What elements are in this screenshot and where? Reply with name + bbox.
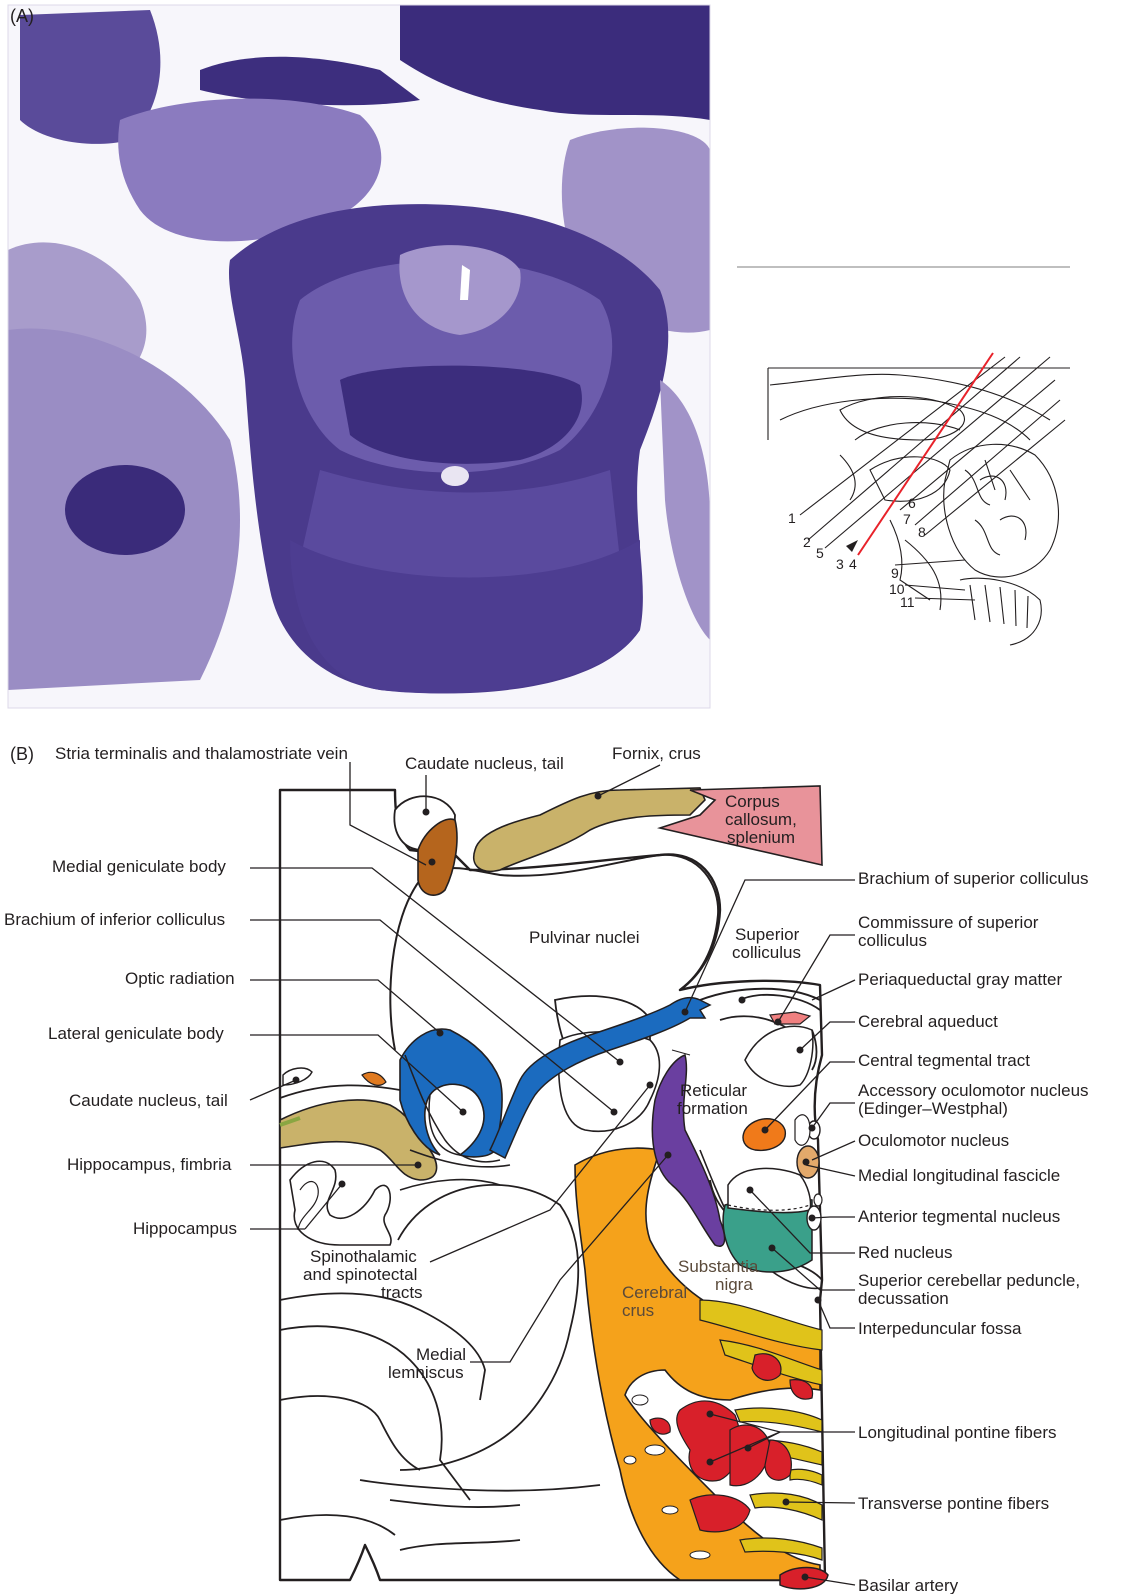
label-medial-longitudinal: Medial longitudinal fascicle [858, 1166, 1060, 1185]
inset-arrow-icon [846, 540, 858, 552]
label-medial-geniculate: Medial geniculate body [52, 857, 226, 876]
inset-number-1: 1 [788, 510, 796, 526]
inset-number-3: 3 [836, 556, 844, 572]
label-spinothalamic-3: tracts [381, 1283, 423, 1302]
inset-number-2: 2 [803, 534, 811, 550]
label-caudate-tail-top: Caudate nucleus, tail [405, 754, 564, 773]
label-central-tegmental: Central tegmental tract [858, 1051, 1030, 1070]
label-cerebral-aqueduct: Cerebral aqueduct [858, 1012, 998, 1031]
inset-number-6: 6 [908, 495, 916, 511]
label-pulvinar: Pulvinar nuclei [529, 928, 640, 947]
label-superior-cerebellar-2: decussation [858, 1289, 949, 1308]
label-spinothalamic-1: Spinothalamic [310, 1247, 417, 1266]
label-accessory-oculomotor-1: Accessory oculomotor nucleus [858, 1081, 1089, 1100]
inset-number-7: 7 [903, 511, 911, 527]
label-brachium-inferior: Brachium of inferior colliculus [4, 910, 225, 929]
histology-photo [8, 5, 710, 708]
sagittal-inset [768, 357, 1070, 645]
label-basilar-artery: Basilar artery [858, 1576, 959, 1594]
inset-number-8: 8 [918, 524, 926, 540]
mlf-shape [814, 1194, 822, 1206]
inset-number-11: 11 [900, 594, 915, 610]
label-corpus-callosum-1: Corpus [725, 792, 780, 811]
inset-number-9: 9 [891, 565, 899, 581]
label-hippocampus-fimbria: Hippocampus, fimbria [67, 1155, 232, 1174]
label-lateral-geniculate: Lateral geniculate body [48, 1024, 224, 1043]
panel-a-label: (A) [10, 6, 34, 26]
label-spinothalamic-2: and spinotectal [303, 1265, 417, 1284]
label-stria-terminalis: Stria terminalis and thalamostriate vein [55, 744, 348, 763]
label-reticular-1: Reticular [680, 1081, 747, 1100]
label-corpus-callosum-3: splenium [727, 828, 795, 847]
label-superior-colliculus-2: colliculus [732, 943, 801, 962]
label-interpeduncular: Interpeduncular fossa [858, 1319, 1022, 1338]
inset-number-5: 5 [816, 545, 824, 561]
label-oculomotor-nucleus: Oculomotor nucleus [858, 1131, 1009, 1150]
label-superior-colliculus-1: Superior [735, 925, 800, 944]
label-transverse-pontine: Transverse pontine fibers [858, 1494, 1049, 1513]
label-cerebral-crus-1: Cerebral [622, 1283, 687, 1302]
label-anterior-tegmental: Anterior tegmental nucleus [858, 1207, 1060, 1226]
label-medial-lemniscus-2: lemniscus [388, 1363, 464, 1382]
label-hippocampus: Hippocampus [133, 1219, 237, 1238]
label-commissure-superior-2: colliculus [858, 931, 927, 950]
label-accessory-oculomotor-2: (Edinger–Westphal) [858, 1099, 1008, 1118]
label-substantia-1: Substantia [678, 1257, 759, 1276]
label-cerebral-crus-2: crus [622, 1301, 654, 1320]
label-longitudinal-pontine: Longitudinal pontine fibers [858, 1423, 1056, 1442]
periaqueductal-small [795, 1115, 810, 1145]
label-commissure-superior-1: Commissure of superior [858, 913, 1039, 932]
panel-b-label: (B) [10, 744, 34, 764]
label-medial-lemniscus-1: Medial [416, 1345, 466, 1364]
label-caudate-tail-left: Caudate nucleus, tail [69, 1091, 228, 1110]
inset-number-4: 4 [849, 556, 857, 572]
label-brachium-superior: Brachium of superior colliculus [858, 869, 1089, 888]
label-reticular-2: formation [677, 1099, 748, 1118]
label-corpus-callosum-2: callosum, [725, 810, 797, 829]
label-optic-radiation: Optic radiation [125, 969, 235, 988]
label-periaqueductal: Periaqueductal gray matter [858, 970, 1062, 989]
label-substantia-2: nigra [715, 1275, 753, 1294]
label-superior-cerebellar-1: Superior cerebellar peduncle, [858, 1271, 1080, 1290]
label-fornix-crus: Fornix, crus [612, 744, 701, 763]
red-nucleus-shape [728, 1168, 811, 1212]
label-red-nucleus: Red nucleus [858, 1243, 953, 1262]
